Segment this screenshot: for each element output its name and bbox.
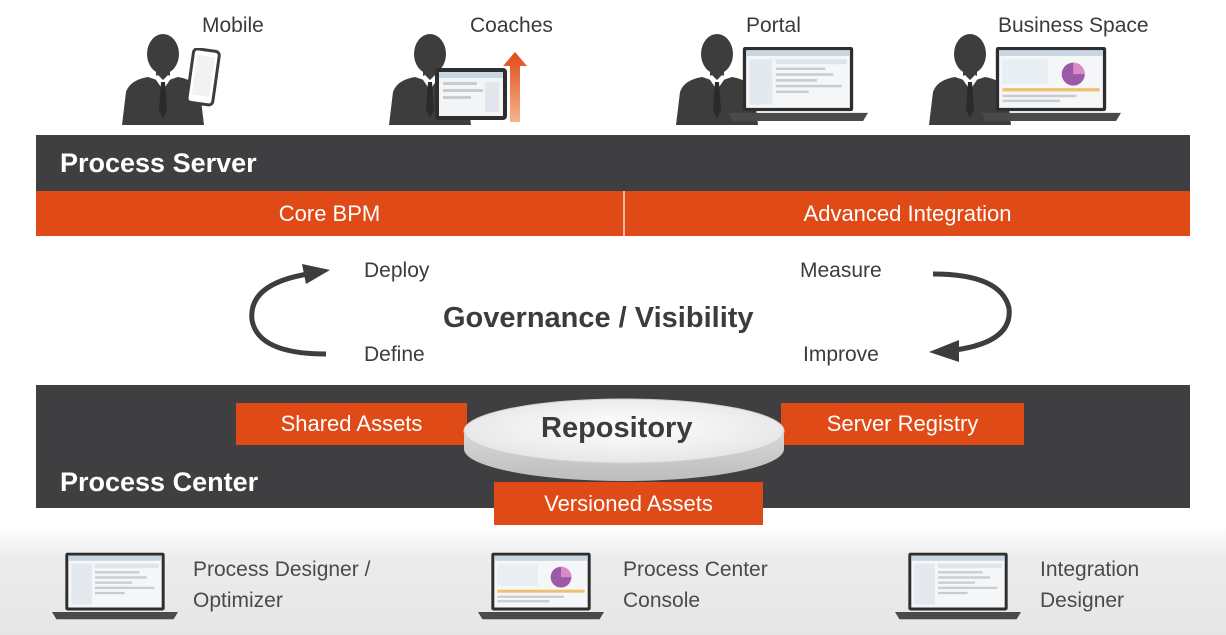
persona-label-coaches: Coaches <box>470 14 553 37</box>
persona-business-space: Business Space <box>925 0 1185 125</box>
shared-assets-box: Shared Assets <box>236 403 467 445</box>
cycle-arrow-right <box>929 271 1012 362</box>
server-registry-box: Server Registry <box>781 403 1024 445</box>
tool-label-line1: Process Designer / <box>193 558 371 581</box>
define-label: Define <box>364 343 425 366</box>
advanced-integration-label: Advanced Integration <box>803 201 1012 226</box>
tool-label-line1: Process Center <box>623 558 768 581</box>
tools-band <box>0 525 1226 635</box>
versioned-assets-box: Versioned Assets <box>494 482 763 525</box>
improve-label: Improve <box>803 343 879 366</box>
persona-mobile: Mobile <box>110 0 330 125</box>
tool-label-process-designer: Process Designer / Optimizer <box>193 554 370 616</box>
tool-process-designer: Process Designer / Optimizer <box>52 546 412 626</box>
persona-label-portal: Portal <box>746 14 801 37</box>
tool-label-line1: Integration <box>1040 558 1140 581</box>
laptop-icon <box>895 552 1021 620</box>
tool-label-line2: Optimizer <box>193 589 283 612</box>
tool-label-line2: Designer <box>1040 589 1125 612</box>
tablet-icon <box>435 68 507 120</box>
shared-assets-label: Shared Assets <box>280 411 423 436</box>
persona-label-business-space: Business Space <box>998 14 1149 37</box>
up-arrow-icon <box>503 52 527 122</box>
governance-visibility-title: Governance / Visibility <box>443 302 754 334</box>
deploy-label: Deploy <box>364 259 430 282</box>
tool-label-process-center-console: Process Center Console <box>623 554 768 616</box>
core-bpm-label: Core BPM <box>278 201 381 226</box>
persona-label-mobile: Mobile <box>202 14 264 37</box>
tool-process-center-console: Process Center Console <box>478 546 818 626</box>
process-center-title: Process Center <box>60 467 259 497</box>
measure-label: Measure <box>800 259 882 282</box>
repository-label: Repository <box>541 412 693 444</box>
versioned-assets-label: Versioned Assets <box>544 491 713 516</box>
segment-divider <box>623 191 625 236</box>
laptop-icon <box>981 46 1121 122</box>
persona-portal: Portal <box>672 0 872 125</box>
phone-icon <box>186 48 221 107</box>
process-server-title: Process Server <box>60 148 257 178</box>
tool-integration-designer: Integration Designer <box>895 546 1195 626</box>
tool-label-line2: Console <box>623 589 701 612</box>
cycle-arrow-left <box>249 264 330 357</box>
server-registry-label: Server Registry <box>826 411 979 436</box>
process-server-bar: Process Server <box>36 135 1190 191</box>
laptop-icon <box>52 552 178 620</box>
persona-coaches: Coaches <box>385 0 605 125</box>
laptop-icon <box>728 46 868 122</box>
core-bpm-segment: Core BPM <box>36 191 623 236</box>
advanced-integration-segment: Advanced Integration <box>625 191 1190 236</box>
repository-disk-icon <box>463 398 785 481</box>
tool-label-integration-designer: Integration Designer <box>1040 554 1139 616</box>
laptop-icon <box>478 552 604 620</box>
